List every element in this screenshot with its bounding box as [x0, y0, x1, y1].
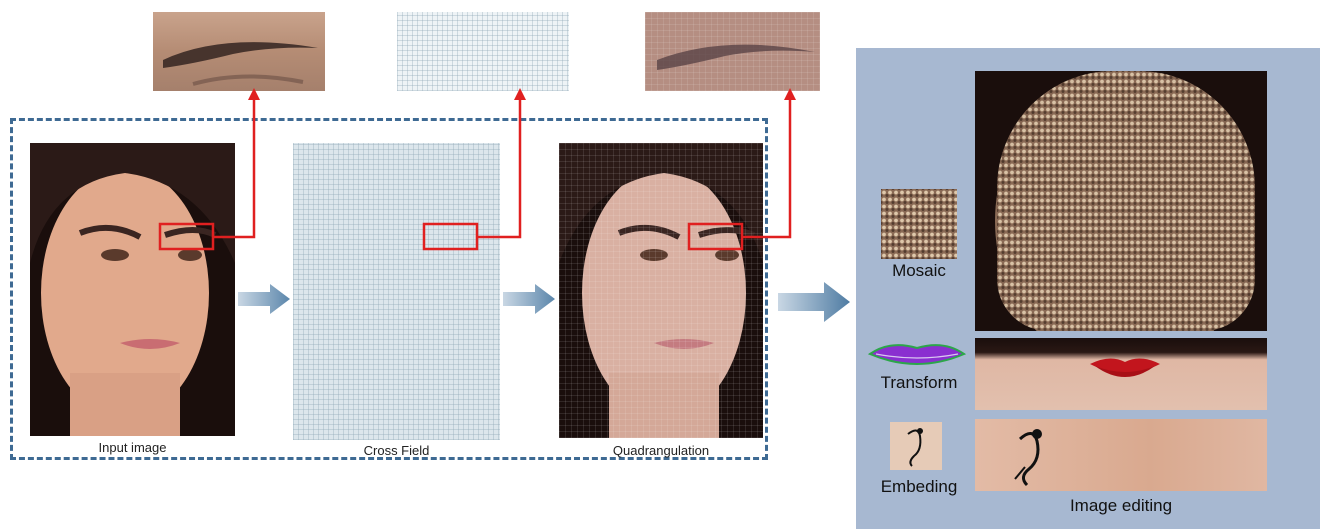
quad-mesh-overlay: [559, 143, 763, 438]
zoom-crop-quad-eyebrow: [645, 12, 820, 91]
mosaic-texture: [997, 71, 1255, 331]
zoom-crop-input-eyebrow: [153, 12, 325, 91]
embeding-result-image: [975, 419, 1267, 491]
pipeline-box: [10, 118, 768, 460]
input-face-drawing: [30, 143, 235, 436]
lips-mesh-thumbnail: [868, 344, 966, 365]
caption-cross-field: Cross Field: [363, 443, 430, 458]
input-image: [30, 143, 235, 436]
red-lips-drawing: [1090, 358, 1160, 377]
flow-arrow-1: [238, 284, 290, 314]
transform-result-image: [975, 338, 1267, 410]
caption-quadrangulation: Quadrangulation: [612, 443, 710, 458]
mosaic-result-image: [975, 71, 1267, 331]
quadrangulation-image: [559, 143, 763, 438]
image-editing-title: Image editing: [1069, 496, 1173, 515]
flow-arrow-3: [778, 282, 850, 322]
cross-field-image: [293, 143, 500, 440]
caption-input-image: Input image: [98, 440, 167, 455]
label-mosaic: Mosaic: [892, 261, 946, 280]
eyebrow-shape: [163, 42, 318, 86]
label-transform: Transform: [880, 373, 958, 392]
tattoo-drawing: [1014, 429, 1042, 487]
mosaic-thumbnail: [881, 189, 957, 259]
embeding-thumbnail: [890, 422, 942, 470]
label-embeding: Embeding: [880, 477, 958, 496]
eyebrow-mesh-shape: [657, 44, 815, 70]
flow-arrow-2: [503, 284, 555, 314]
tattoo-thumbnail-drawing: [907, 428, 923, 467]
zoom-crop-cross-field: [397, 12, 569, 91]
